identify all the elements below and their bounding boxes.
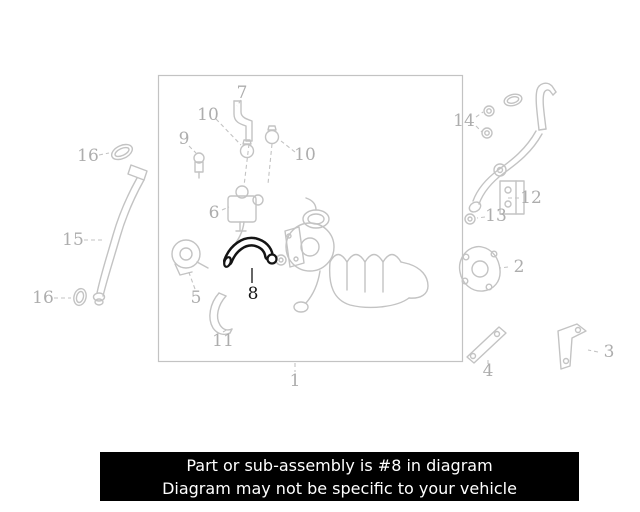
part-15-pipe (92, 164, 148, 306)
part-11-hose (209, 292, 233, 336)
part-1-turbo-manifold (275, 197, 429, 313)
part-8-hose-highlighted (223, 236, 278, 283)
part-14-bolts (481, 93, 523, 139)
notice-banner: Part or sub-assembly is #8 in diagram Di… (100, 452, 579, 501)
leader-lines (54, 99, 599, 372)
banner-line1: Part or sub-assembly is #8 in diagram (186, 455, 493, 475)
part-7-hose (233, 100, 253, 142)
part-10-clamp-left (239, 139, 255, 159)
banner-line2: Diagram may not be specific to your vehi… (162, 478, 517, 498)
diagram-frame (157, 74, 464, 363)
part-13-oil-pipe (464, 130, 543, 225)
part-12-bracket (499, 180, 525, 215)
part-5-actuator (171, 239, 209, 276)
part-2-gasket (458, 245, 501, 292)
part-14-hook-bracket (535, 82, 557, 131)
part-16-ring-bottom (73, 287, 87, 307)
part-6-valve (227, 185, 264, 250)
part-9-sensor (193, 152, 205, 179)
part-4-bracket (466, 326, 507, 364)
part-16-ring-top (110, 143, 134, 161)
part-10-clamp-right (264, 125, 280, 145)
part-3-bracket (557, 323, 587, 370)
